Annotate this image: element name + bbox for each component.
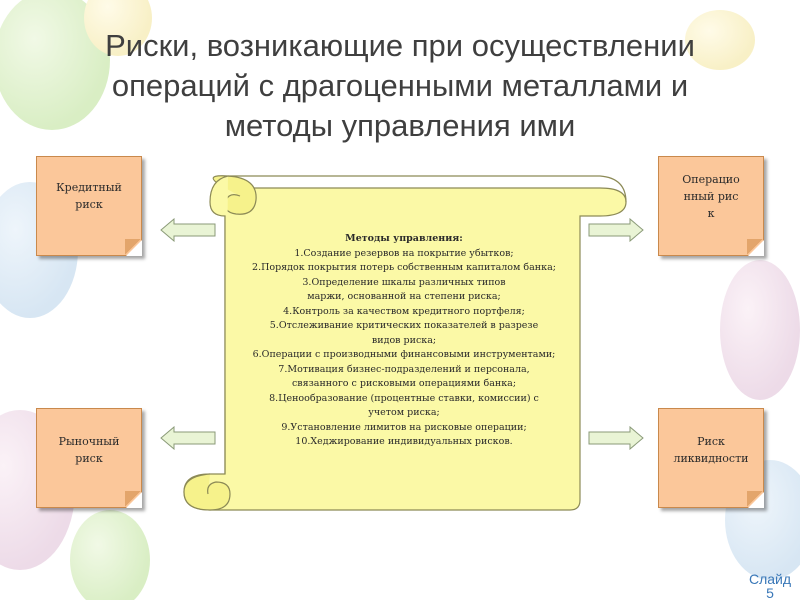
arrow-to-operational-risk xyxy=(588,218,644,242)
methods-text: Методы управления: 1.Создание резервов н… xyxy=(224,232,584,450)
arrow-to-liquidity-risk xyxy=(588,426,644,450)
liquidity-risk-label: Риск ликвидности xyxy=(673,435,749,465)
method-item: 8.Ценообразование (процентные ставки, ко… xyxy=(269,392,539,419)
arrow-to-market-risk xyxy=(160,426,216,450)
operational-risk-box: Операционный риск xyxy=(658,156,764,256)
slide-title: Риски, возникающие при осуществлении опе… xyxy=(20,26,780,146)
method-item: 1.Создание резервов на покрытие убытков; xyxy=(294,247,514,259)
method-item: 6.Операции с производными финансовыми ин… xyxy=(252,349,556,360)
market-risk-label: Рыночный риск xyxy=(58,435,120,465)
methods-title: Методы управления: xyxy=(345,233,463,244)
slide-number-value: 5 xyxy=(766,585,774,601)
arrow-to-credit-risk xyxy=(160,218,216,242)
method-item: 10.Хеджирование индивидуальных рисков. xyxy=(295,436,513,447)
credit-risk-box: Кредитный риск xyxy=(36,156,142,256)
title-line-1: Риски, возникающие при осуществлении xyxy=(105,28,695,63)
slide-number-label: Слайд xyxy=(748,571,792,587)
method-item: 7.Мотивация бизнес-подразделений и персо… xyxy=(278,363,530,390)
liquidity-risk-box: Риск ликвидности xyxy=(658,408,764,508)
method-item: 3.Определение шкалы различных типов марж… xyxy=(302,276,506,303)
operational-risk-label: Операционный риск xyxy=(682,173,740,220)
title-line-2: операций с драгоценными металлами и xyxy=(111,68,689,103)
market-risk-box: Рыночный риск xyxy=(36,408,142,508)
credit-risk-label: Кредитный риск xyxy=(56,181,122,211)
method-item: 2.Порядок покрытия потерь собственным ка… xyxy=(252,262,556,273)
method-item: 4.Контроль за качеством кредитного портф… xyxy=(283,305,525,317)
methods-scroll xyxy=(183,175,627,511)
method-item: 5.Отслеживание критических показателей в… xyxy=(269,320,539,346)
slide-number: Слайд 5 xyxy=(748,572,792,600)
method-item: 9.Установление лимитов на рисковые опера… xyxy=(281,421,527,433)
title-line-3: методы управления ими xyxy=(224,108,576,143)
